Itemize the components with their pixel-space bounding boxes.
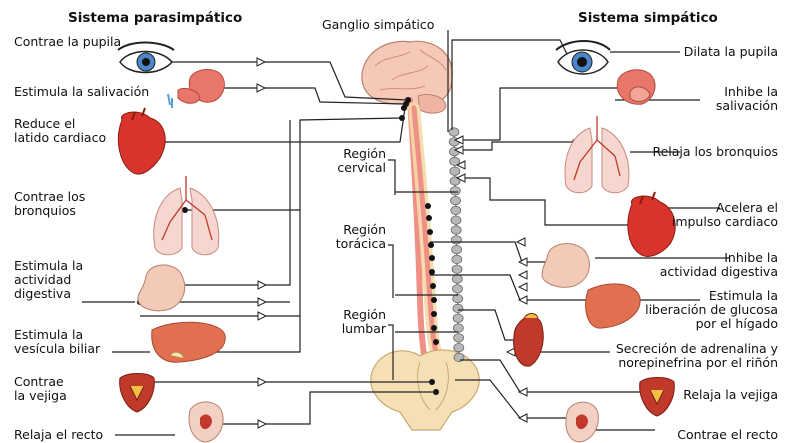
- arrow-head: [257, 84, 265, 92]
- ganglion-node: [452, 255, 462, 263]
- ganglion-node: [454, 343, 464, 351]
- ganglion-node: [453, 324, 463, 332]
- label-dilate-pupil: Dilata la pupila: [578, 45, 778, 59]
- label-contract-rectum: Contrae el recto: [578, 428, 778, 442]
- label-inhibit-salivation: Inhibe la salivación: [578, 85, 778, 113]
- label-contract-bronchi: Contrae los bronquios: [14, 190, 85, 218]
- parasympathetic-system-heading: Sistema parasimpático: [68, 10, 242, 26]
- ganglion-node: [451, 226, 461, 234]
- heart-left: [118, 108, 165, 174]
- junction-dot: [426, 215, 432, 221]
- arrow-head: [258, 281, 266, 289]
- pelvis: [371, 350, 479, 430]
- thoracic-region-label: Región torácica: [326, 223, 386, 251]
- brain: [362, 41, 452, 104]
- ganglion-node: [451, 206, 461, 214]
- lungs-left: [154, 176, 219, 255]
- salivary-gland-left: [168, 69, 224, 108]
- junction-dot: [429, 269, 435, 275]
- ganglion-node: [451, 236, 461, 244]
- arrow-head: [519, 271, 527, 279]
- junction-dot: [428, 242, 434, 248]
- rectum-left: [189, 402, 223, 442]
- ganglion-node: [454, 334, 464, 342]
- ganglion-node: [451, 216, 461, 224]
- ganglion-node: [452, 245, 462, 253]
- arrow-head: [519, 258, 527, 266]
- sympathetic-system-heading: Sistema simpático: [578, 10, 718, 26]
- ganglion-node: [453, 304, 463, 312]
- label-slow-heartbeat: Reduce el latido cardiaco: [14, 117, 106, 145]
- ganglion-node: [452, 285, 462, 293]
- label-inhibit-digestion: Inhibe la actividad digestiva: [578, 251, 778, 279]
- lumbar-region-label: Región lumbar: [326, 308, 386, 336]
- arrow-head: [519, 414, 527, 422]
- junction-dot: [431, 325, 437, 331]
- label-accelerate-heartbeat: Acelera el impulso cardiaco: [578, 201, 778, 229]
- junction-dot: [429, 255, 435, 261]
- eye-left: [118, 43, 174, 73]
- junction-dot: [433, 339, 439, 345]
- arrow-head: [519, 283, 527, 291]
- ganglion-node: [452, 275, 462, 283]
- ganglion-node: [450, 167, 460, 175]
- bladder-left: [120, 374, 155, 413]
- junction-dot: [431, 297, 437, 303]
- label-contract-bladder: Contrae la vejiga: [14, 375, 67, 403]
- stomach-left: [138, 265, 185, 311]
- junction-dot: [430, 283, 436, 289]
- label-relax-rectum: Relaja el recto: [14, 428, 103, 442]
- ganglion-node: [451, 196, 461, 204]
- label-stimulate-gallbladder: Estimula la vesícula biliar: [14, 328, 100, 356]
- label-adrenaline-secretion: Secreción de adrenalina y norepinefrina …: [558, 342, 778, 370]
- junction-dot: [427, 229, 433, 235]
- arrow-head: [258, 298, 266, 306]
- arrow-head: [517, 238, 525, 246]
- junction-dot: [431, 311, 437, 317]
- kidney-right: [514, 314, 544, 367]
- arrow-head: [258, 420, 266, 428]
- ganglion-node: [453, 294, 463, 302]
- label-relax-bronchi: Relaja los bronquios: [578, 145, 778, 159]
- label-contract-pupil: Contrae la pupila: [14, 35, 121, 49]
- arrow-head: [257, 58, 265, 66]
- label-relax-bladder: Relaja la vejiga: [578, 388, 778, 402]
- arrow-head: [258, 312, 266, 320]
- ganglion-node: [450, 187, 460, 195]
- junction-dot: [401, 105, 407, 111]
- label-stimulate-salivation: Estimula la salivación: [14, 85, 149, 99]
- cervical-region-label: Región cervical: [326, 147, 386, 175]
- ganglion-node: [453, 314, 463, 322]
- label-glucose-release: Estimula la liberación de glucosa por el…: [578, 289, 778, 331]
- arrow-head: [519, 296, 527, 304]
- ganglion-node: [452, 265, 462, 273]
- arrow-head: [258, 378, 266, 386]
- liver-left: [152, 322, 226, 362]
- label-stimulate-digestion: Estimula la actividad digestiva: [14, 259, 83, 301]
- ganglion-node: [449, 128, 459, 136]
- arrow-head: [519, 388, 527, 396]
- ganglion-label: Ganglio simpático: [322, 18, 434, 32]
- junction-dot: [425, 203, 431, 209]
